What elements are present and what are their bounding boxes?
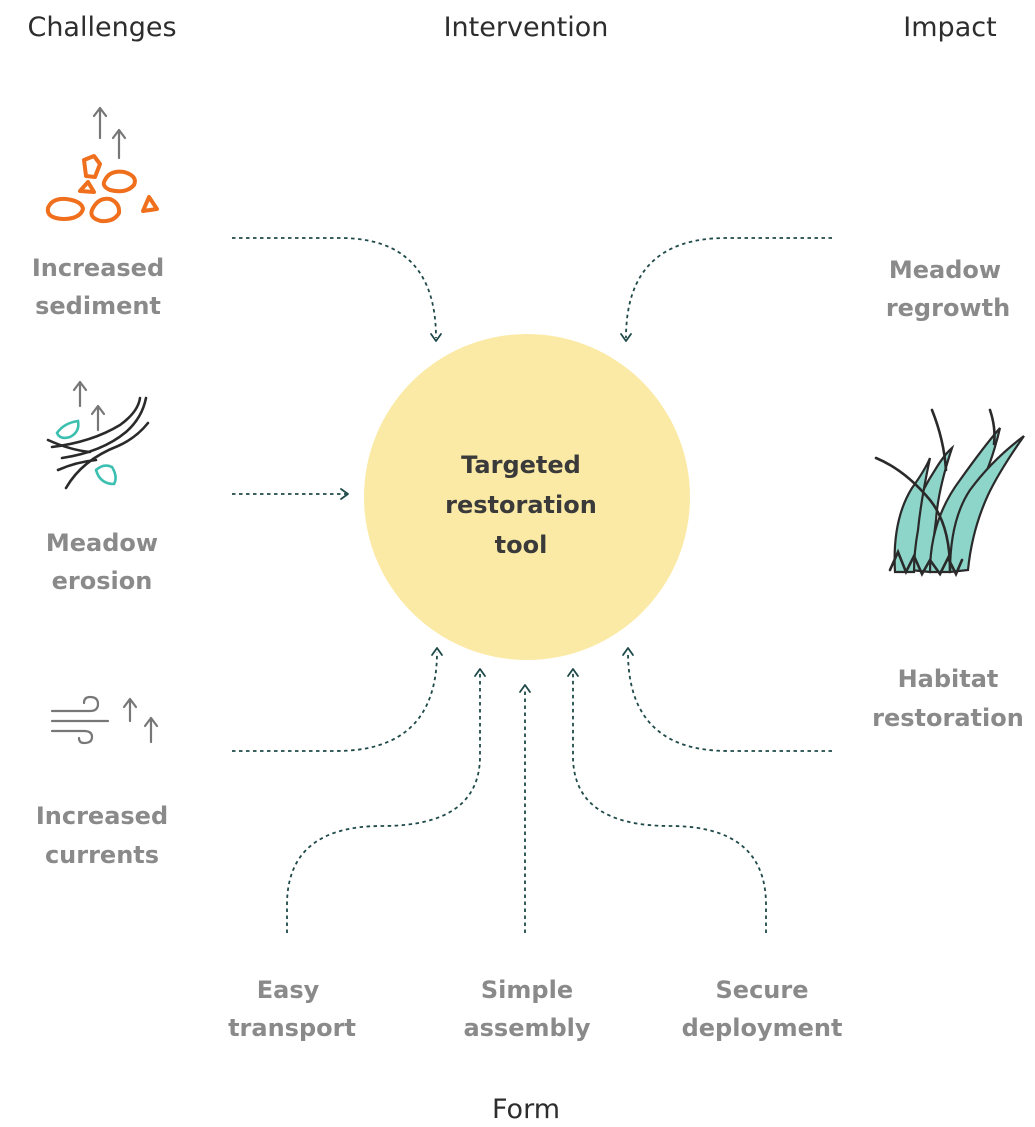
impact-label-habitat-2: restoration [872,704,1024,732]
sediment-icon [45,106,159,224]
connector-currents [232,647,443,752]
form-label-transport-2: transport [228,1014,356,1042]
challenge-label-sediment-1: Increased [32,254,164,282]
center-label-line-2: restoration [445,491,597,519]
form-label-deployment-2: deployment [682,1014,843,1042]
form-label-deployment-1: Secure [716,976,809,1004]
center-label-line-3: tool [495,531,548,559]
connector-transport [286,668,486,933]
challenge-label-sediment-2: sediment [35,292,161,320]
intervention-header: Intervention [444,12,609,43]
connector-deployment [567,668,767,933]
erosion-icon [46,380,150,490]
intervention-circle [364,334,690,660]
impact-label-regrowth-1: Meadow [889,256,1001,284]
form-header: Form [492,1094,560,1125]
currents-icon [50,695,159,745]
center-label-line-1: Targeted [461,451,581,479]
impact-label-habitat-1: Habitat [898,665,999,693]
connector-assembly [519,684,531,933]
impact-label-regrowth-2: regrowth [886,294,1010,322]
connector-habitat [622,647,832,752]
challenge-label-erosion-2: erosion [52,567,153,595]
form-label-transport-1: Easy [257,976,320,1004]
connector-erosion [232,488,349,500]
form-label-assembly-1: Simple [481,976,573,1004]
challenges-header: Challenges [27,12,176,43]
seagrass-icon [874,408,1025,578]
challenge-label-currents-2: currents [45,841,159,869]
connector-regrowth [620,237,832,342]
impact-header: Impact [903,12,996,43]
form-label-assembly-2: assembly [463,1014,590,1042]
connector-sediment [232,237,442,342]
challenge-label-currents-1: Increased [36,802,168,830]
challenge-label-erosion-1: Meadow [46,529,158,557]
